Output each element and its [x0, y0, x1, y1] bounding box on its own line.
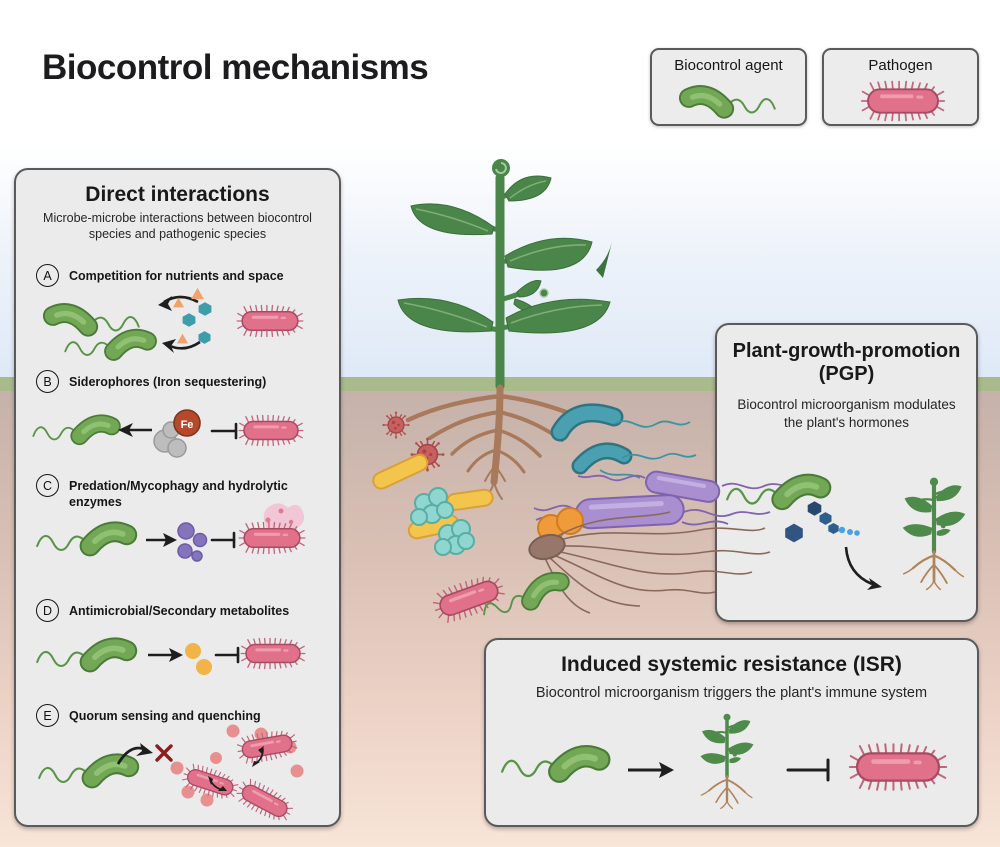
- item-d-label: Antimicrobial/Secondary metabolites: [69, 604, 290, 618]
- isr-title: Induced systemic resistance (ISR): [561, 653, 902, 676]
- item-e-label: Quorum sensing and quenching: [69, 709, 261, 723]
- pgp-title: Plant-growth-promotion (PGP): [732, 340, 961, 385]
- legend-biocontrol-agent: Biocontrol agent: [650, 48, 807, 126]
- legend-biocontrol-label: Biocontrol agent: [674, 57, 783, 74]
- item-a-badge: A: [36, 264, 59, 287]
- direct-panel-title: Direct interactions: [85, 183, 270, 206]
- direct-item-siderophores: B Siderophores (Iron sequestering): [36, 370, 331, 393]
- direct-item-competition: A Competition for nutrients and space: [36, 264, 331, 287]
- page-title: Biocontrol mechanisms: [42, 48, 429, 87]
- item-b-badge: B: [36, 370, 59, 393]
- direct-interactions-panel: Direct interactions Microbe-microbe inte…: [14, 168, 341, 827]
- isr-subtitle: Biocontrol microorganism triggers the pl…: [535, 685, 928, 702]
- item-e-badge: E: [36, 704, 59, 727]
- legend-pathogen: Pathogen: [822, 48, 979, 126]
- legend-pathogen-label: Pathogen: [868, 57, 933, 74]
- item-a-label: Competition for nutrients and space: [69, 269, 284, 283]
- item-c-label: Predation/Mycophagy and hydrolytic enzym…: [69, 479, 288, 510]
- pgp-subtitle: Biocontrol microorganism modulates the p…: [737, 397, 956, 430]
- direct-item-quorum: E Quorum sensing and quenching: [36, 704, 331, 727]
- isr-panel: Induced systemic resistance (ISR) Biocon…: [484, 638, 979, 827]
- item-b-label: Siderophores (Iron sequestering): [69, 375, 267, 389]
- item-c-badge: C: [36, 474, 59, 497]
- item-d-badge: D: [36, 599, 59, 622]
- pgp-panel: Plant-growth-promotion (PGP) Biocontrol …: [715, 323, 978, 622]
- direct-item-predation: C Predation/Mycophagy and hydrolytic enz…: [36, 474, 331, 511]
- direct-panel-subtitle: Microbe-microbe interactions between bio…: [43, 211, 312, 242]
- direct-item-antimicrobial: D Antimicrobial/Secondary metabolites: [36, 599, 331, 622]
